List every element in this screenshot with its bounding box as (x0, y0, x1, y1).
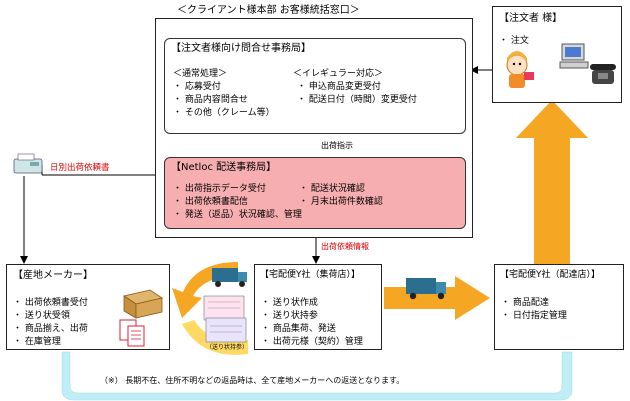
list-item: ・ 送り状受領 (13, 311, 70, 321)
netloc-list-col2: ・ 配送状況確認 ・ 月末出荷件数確認 (299, 183, 383, 209)
deliver-list: ・ 商品配達 ・ 日付指定管理 (501, 297, 567, 323)
deliver-title: 【宅配便Y社（配達店）】 (500, 270, 600, 280)
customer-title: 【注文者 様】 (499, 13, 563, 24)
daily-request-label: 日別出荷依頼書 (50, 163, 110, 173)
maker-list: ・ 出荷依頼書受付 ・ 送り状受領 ・ 商品揃え、出荷 ・ 在庫管理 (13, 297, 88, 349)
shipping-instruction-label: 出荷指示 (321, 141, 353, 150)
list-item: ・ 在庫管理 (13, 337, 61, 347)
list-item: ・ 日付指定管理 (501, 311, 567, 321)
irregular-title: ＜イレギュラー対応＞ (293, 69, 384, 79)
list-item: ・ 配送日付（時間）変更受付 (297, 95, 417, 105)
list-item: ・ 注文 (499, 36, 529, 46)
netloc-list-full: ・ 発送（返品）状況確認、管理 (173, 209, 302, 222)
collect-box: 【宅配便Y社（集荷店）】 ・ 送り状作成 ・ 送り状持参 ・ 商品集荷、発送 ・… (254, 264, 382, 350)
list-item: ・ 応募受付 (173, 82, 221, 92)
list-item: ・ 出荷依頼書受付 (13, 298, 88, 308)
netloc-office-box: 【Netloc 配送事務局】 ・ 出荷指示データ受付 ・ 出荷依頼書配信 ・ 配… (164, 157, 466, 229)
list-item: ・ 申込商品変更受付 (297, 82, 381, 92)
list-item: ・ 商品集荷、発送 (261, 324, 336, 334)
footnote: （※） 長期不在、住所不明などの返品時は、全て産地メーカーへの返送となります。 (100, 376, 405, 385)
list-item: ・ その他（クレーム等） (173, 108, 275, 118)
collect-title: 【宅配便Y社（集荷店）】 (260, 270, 360, 280)
collect-list: ・ 送り状作成 ・ 送り状持参 ・ 商品集荷、発送 ・ 出荷元様（契約）管理 (261, 297, 363, 349)
list-item: ・ 出荷指示データ受付 (173, 184, 266, 194)
list-item: ・ 送り状作成 (261, 298, 318, 308)
list-item: ・ 商品内容問合せ (173, 95, 248, 105)
maker-title: 【産地メーカー】 (13, 270, 93, 281)
inquiry-office-title: 【注文者様向け問合せ事務局】 (171, 43, 311, 54)
netloc-office-title: 【Netloc 配送事務局】 (171, 162, 277, 173)
list-item: ・ 月末出荷件数確認 (299, 197, 383, 207)
irregular-list: ・ 申込商品変更受付 ・ 配送日付（時間）変更受付 (297, 81, 417, 107)
list-item: ・ 出荷元様（契約）管理 (261, 337, 363, 347)
return-loop-arrow (61, 351, 573, 401)
list-item: ・ 出荷依頼書配信 (173, 197, 248, 207)
list-item: ・ 発送（返品）状況確認、管理 (173, 210, 302, 220)
request-info-label: 出荷依頼情報 (321, 242, 369, 251)
list-item: ・ 商品配達 (501, 298, 549, 308)
list-item: ・ 商品揃え、出荷 (13, 324, 88, 334)
list-item: ・ 配送状況確認 (299, 184, 365, 194)
orange-up-arrow (516, 100, 588, 265)
client-title: ＜クライアント様本部 お客様統括窓口＞ (175, 5, 362, 17)
customer-list: ・ 注文 (499, 35, 529, 48)
inquiry-office-box: 【注文者様向け問合せ事務局】 ＜通常処理＞ ・ 応募受付 ・ 商品内容問合せ ・… (164, 38, 466, 134)
normal-process-list: ・ 応募受付 ・ 商品内容問合せ ・ その他（クレーム等） (173, 81, 275, 120)
list-item: ・ 送り状持参 (261, 311, 318, 321)
netloc-list-col1: ・ 出荷指示データ受付 ・ 出荷依頼書配信 (173, 183, 266, 209)
deliver-box: 【宅配便Y社（配達店）】 ・ 商品配達 ・ 日付指定管理 (494, 264, 624, 350)
normal-process-title: ＜通常処理＞ (173, 69, 228, 79)
slip-label: （送り状持参） (206, 344, 249, 351)
